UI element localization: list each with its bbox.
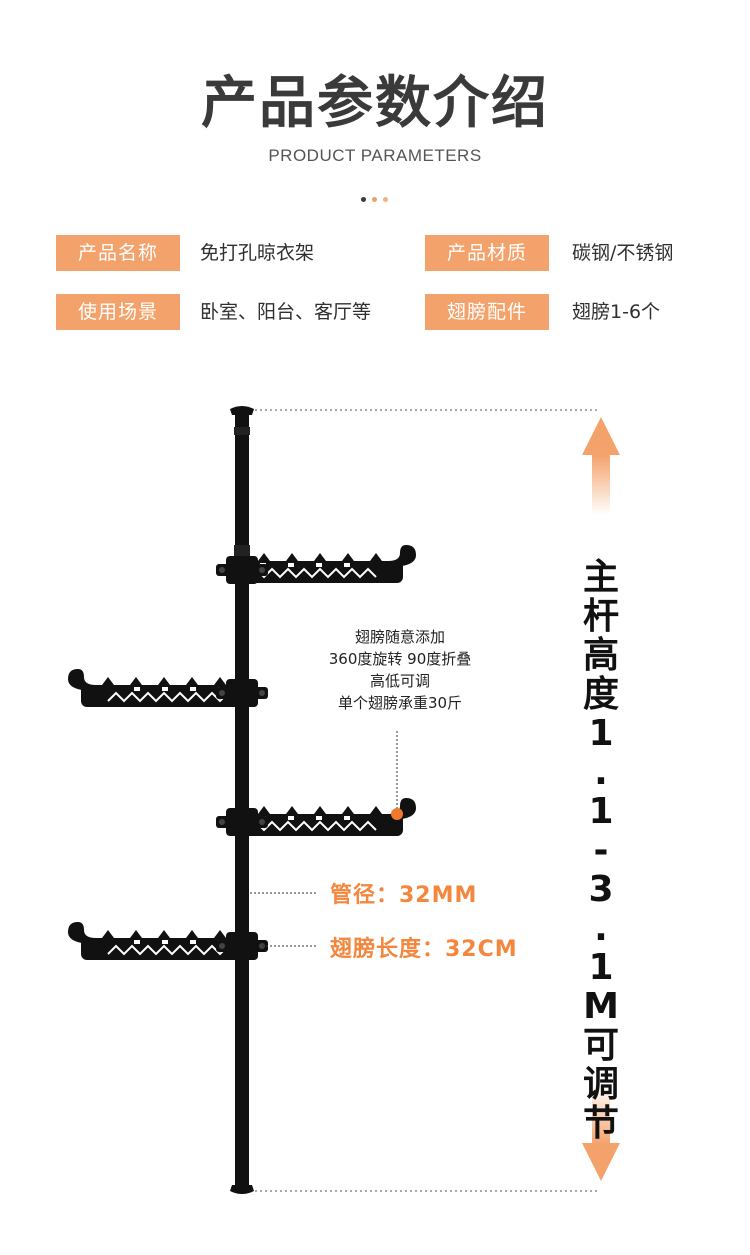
arrow-up-icon	[582, 417, 620, 515]
dot-icon	[361, 197, 366, 202]
note-line-4: 单个翅膀承重30斤	[337, 694, 463, 712]
height-label-char: 杆	[582, 596, 619, 637]
note-line-1: 翅膀随意添加	[354, 628, 445, 646]
height-label-char: 3	[588, 869, 614, 910]
product-diagram	[67, 406, 620, 1194]
param-label-name: 产品名称	[56, 235, 180, 271]
param-value-scene: 卧室、阳台、客厅等	[200, 301, 372, 323]
dot-icon	[383, 197, 388, 202]
height-label-char: .	[594, 908, 608, 949]
height-label-char: 高	[582, 635, 619, 676]
param-value-wings: 翅膀1-6个	[572, 301, 661, 323]
height-label-char: 1	[588, 791, 614, 832]
annotation-pointer-dot	[391, 808, 403, 820]
height-label-char: 1	[588, 713, 614, 754]
param-label-wings: 翅膀配件	[425, 294, 549, 330]
decorative-dots	[361, 197, 391, 203]
height-label-char: -	[593, 830, 609, 871]
arrow-down-icon	[582, 1085, 620, 1181]
height-label-char: 节	[582, 1103, 619, 1144]
param-label-material: 产品材质	[425, 235, 549, 271]
height-label-char: M	[583, 986, 619, 1027]
wing-length-spec: 翅膀长度：32CM	[330, 937, 518, 962]
height-label-char: 度	[582, 674, 619, 715]
height-label-char: 可	[582, 1025, 619, 1066]
note-line-3: 高低可调	[369, 672, 430, 690]
height-label-char: 调	[582, 1064, 619, 1105]
main-pole	[230, 406, 254, 1194]
dot-icon	[372, 197, 377, 202]
param-label-scene: 使用场景	[56, 294, 180, 330]
height-label-char: 主	[582, 557, 619, 598]
note-line-2: 360度旋转 90度折叠	[328, 650, 472, 668]
page-title: 产品参数介绍	[201, 71, 549, 136]
page-subtitle: PRODUCT PARAMETERS	[268, 146, 482, 165]
param-value-name: 免打孔晾衣架	[200, 242, 315, 264]
height-label-char: .	[594, 752, 608, 793]
param-value-material: 碳钢/不锈钢	[572, 242, 674, 264]
wing-features-note: 翅膀随意添加 360度旋转 90度折叠 高低可调 单个翅膀承重30斤	[300, 626, 500, 714]
tube-diameter-spec: 管径：32MM	[330, 883, 478, 908]
height-label-char: 1	[588, 947, 614, 988]
